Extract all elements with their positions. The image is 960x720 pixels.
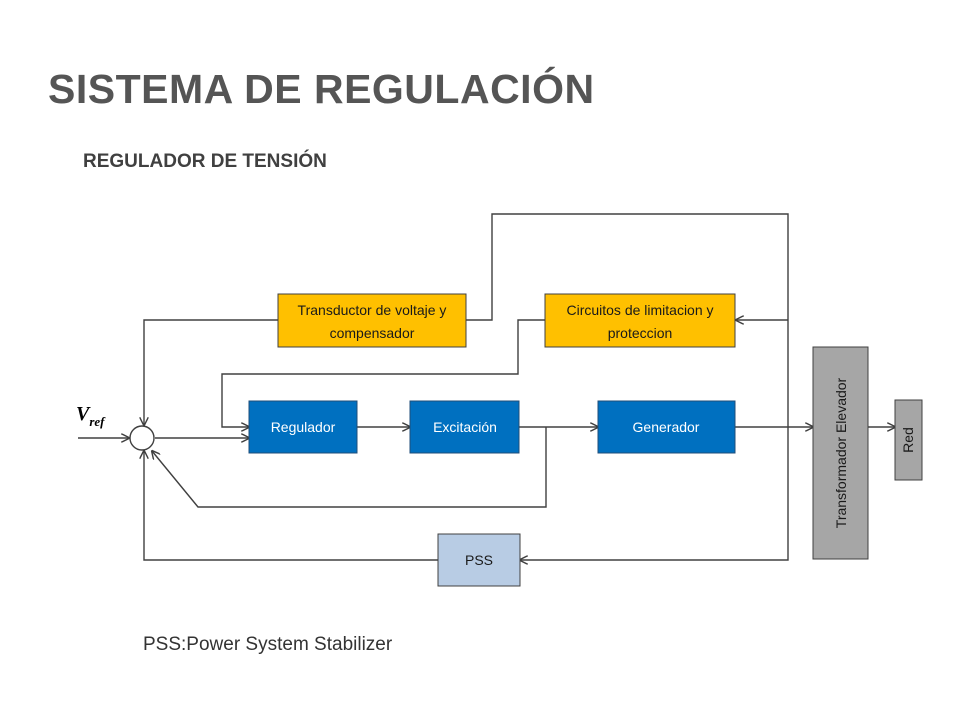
transformador-label: Transformador Elevador <box>833 377 849 528</box>
regulador-label: Regulador <box>271 419 336 435</box>
red-label: Red <box>900 427 916 453</box>
summing-junction <box>129 425 155 451</box>
pss-to-sum-line <box>144 451 438 561</box>
red-block: Red <box>894 399 923 481</box>
circuitos-label-line2: proteccion <box>608 325 673 341</box>
generador-block: Generador <box>597 400 736 454</box>
regulador-block: Regulador <box>248 400 358 454</box>
page-title: SISTEMA DE REGULACIÓN <box>48 66 595 112</box>
generador-label: Generador <box>633 419 700 435</box>
circuitos-label-line1: Circuitos de limitacion y <box>566 302 713 318</box>
transductor-label-line2: compensador <box>330 325 415 341</box>
excitacion-feedback-line <box>152 427 547 508</box>
circuitos-block: Circuitos de limitacion y proteccion <box>544 293 736 348</box>
vref-label: Vref <box>76 403 106 429</box>
pss-block: PSS <box>437 533 521 587</box>
page-subtitle: REGULADOR DE TENSIÓN <box>83 151 327 172</box>
transductor-to-sum-line <box>144 319 278 425</box>
circuitos-to-regulador-line <box>221 319 545 427</box>
transductor-label-line1: Transductor de voltaje y <box>298 302 447 318</box>
pss-footnote: PSS:Power System Stabilizer <box>143 634 393 655</box>
transformador-block: Transformador Elevador <box>812 346 869 560</box>
pss-label: PSS <box>465 552 493 568</box>
top-feedback-line <box>466 213 789 427</box>
excitacion-label: Excitación <box>433 419 497 435</box>
output-to-pss-line <box>520 427 789 560</box>
excitacion-block: Excitación <box>409 400 520 454</box>
transductor-block: Transductor de voltaje y compensador <box>277 293 467 348</box>
